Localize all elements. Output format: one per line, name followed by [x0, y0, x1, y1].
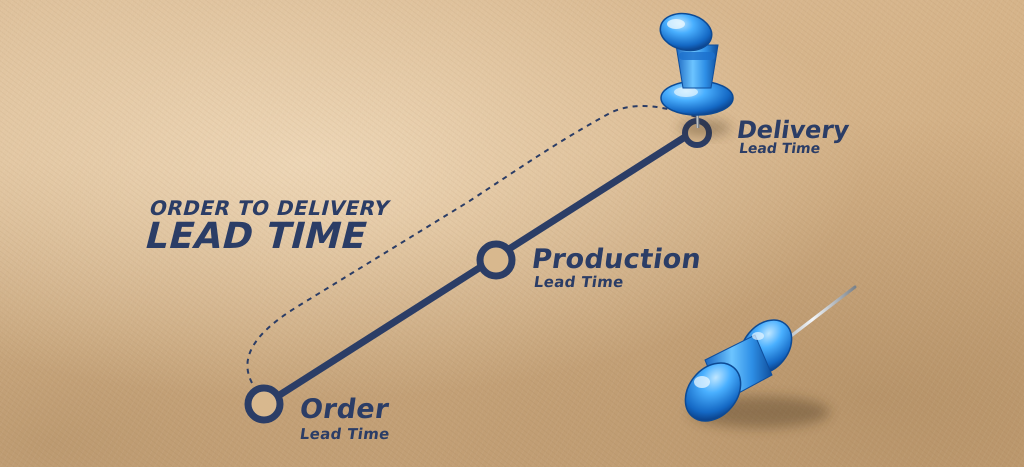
production-title: Production [529, 244, 704, 275]
pushpin-icon [659, 12, 734, 136]
order-subtitle: Lead Time [298, 425, 391, 443]
delivery-title: Delivery [735, 116, 852, 144]
pushpin-icon [684, 285, 857, 428]
production-node [476, 240, 516, 280]
order-node [244, 384, 284, 424]
headline-line-2: LEAD TIME [140, 216, 372, 257]
delivery-subtitle: Lead Time [737, 141, 822, 157]
order-title: Order [297, 394, 391, 425]
production-subtitle: Lead Time [532, 273, 625, 291]
dashed-path [246, 105, 701, 384]
